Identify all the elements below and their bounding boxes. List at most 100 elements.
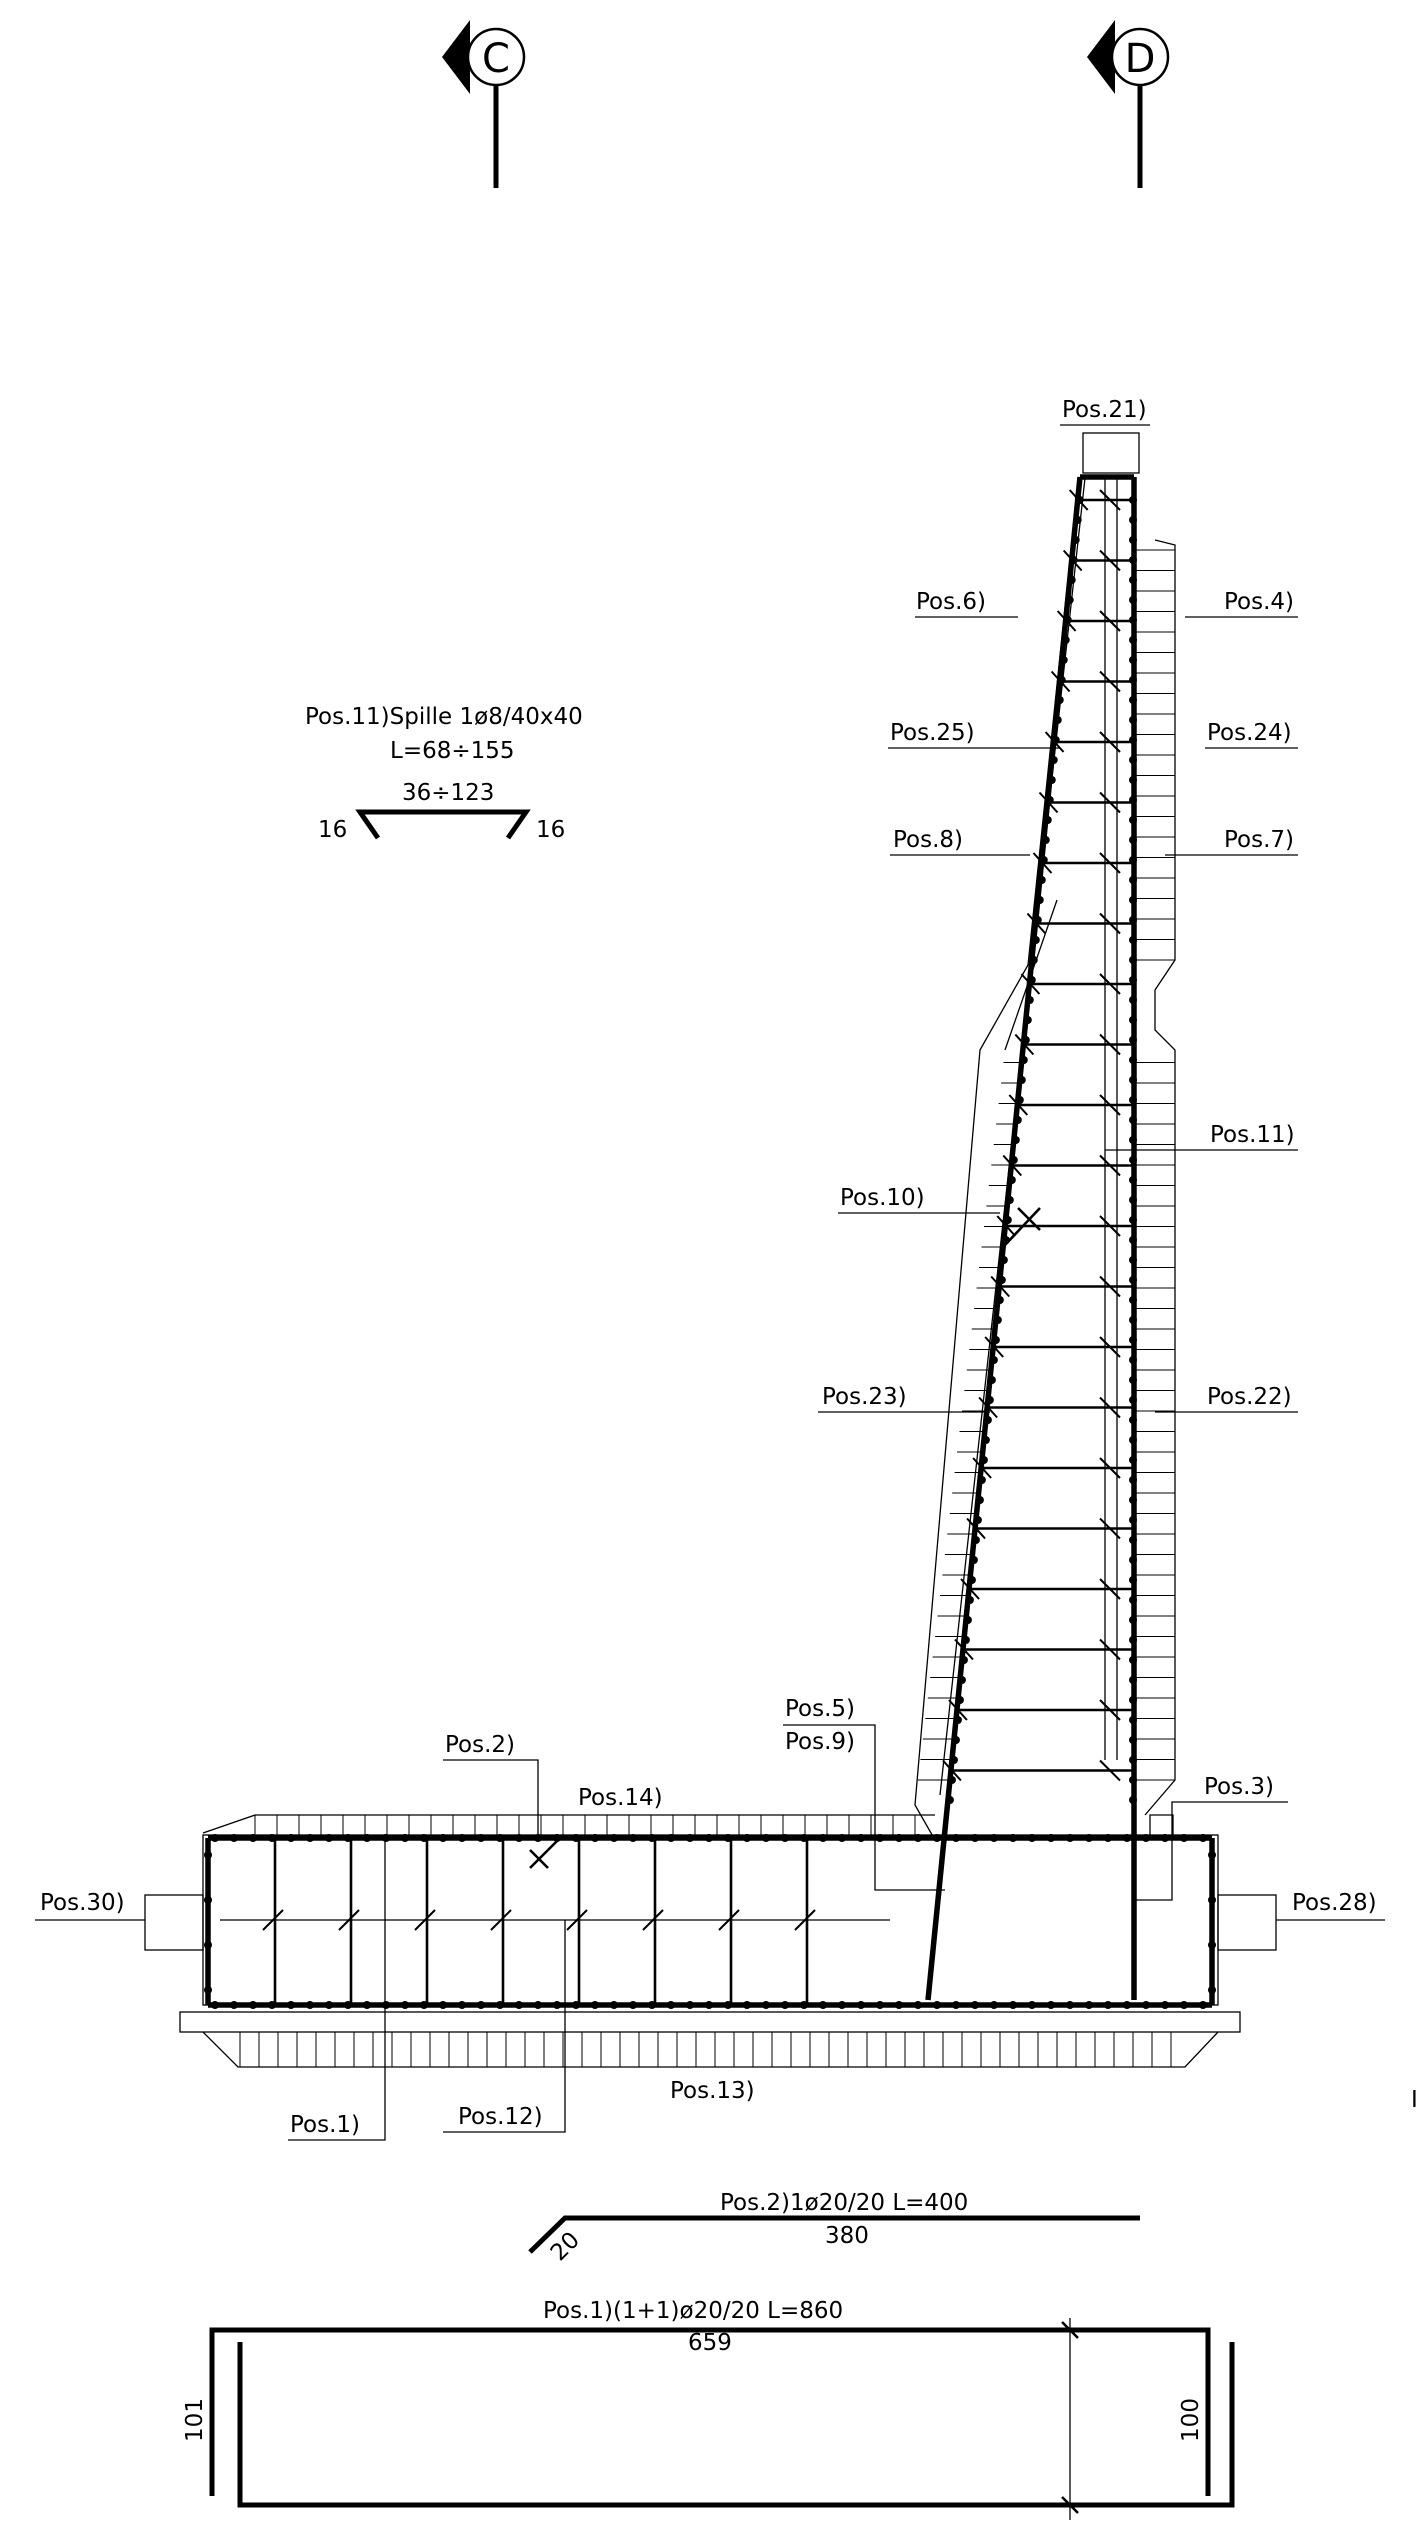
label-pos28: Pos.28) — [1292, 1890, 1377, 1916]
stem-bar-dot — [1129, 1276, 1137, 1284]
footing-bar-dot — [895, 1834, 903, 1842]
stem-bar-dot — [1129, 1536, 1137, 1544]
footing-bar-dot — [819, 2001, 827, 2009]
footing-bar-dot — [610, 2001, 618, 2009]
footing-hatch — [239, 1815, 1172, 2067]
stem-bar-dot — [1063, 616, 1072, 624]
stem-bar-dot — [1045, 796, 1054, 804]
footing-bar-dot — [1161, 2001, 1169, 2009]
label-pos10: Pos.10) — [840, 1185, 925, 1211]
stem-bar-dot — [1055, 696, 1064, 704]
stem-bar-dot — [1129, 816, 1137, 824]
stem-bar-dot — [1129, 1696, 1137, 1704]
footing-outline — [144, 1814, 1277, 2068]
stem-bar-dot — [983, 1416, 992, 1424]
footing-bar-dot — [1028, 1834, 1036, 1842]
footing-bar-dot — [1104, 1834, 1112, 1842]
footing-tick — [642, 1909, 664, 1931]
footing-bar-dot — [1208, 1941, 1216, 1949]
footing-bar-dot — [268, 2001, 276, 2009]
stem-tick — [1099, 791, 1121, 814]
footing-bar-dot — [382, 1834, 390, 1842]
footing-tick — [718, 1909, 740, 1931]
footing-bar-dot — [686, 2001, 694, 2009]
footing-bar-dot — [306, 1834, 314, 1842]
footing-bar-dot — [458, 1834, 466, 1842]
footing-bar-dot — [933, 1834, 941, 1842]
stem-bar-dot — [953, 1716, 962, 1724]
footing-bar-dot — [895, 2001, 903, 2009]
stem-bar-dot — [1129, 1636, 1137, 1644]
footing-bar-dot — [724, 1834, 732, 1842]
stem-bar-dot — [1129, 736, 1137, 744]
footing-bar-dot — [306, 2001, 314, 2009]
label-pos3: Pos.3) — [1204, 1774, 1274, 1800]
label-pos11: Pos.11) — [1210, 1122, 1295, 1148]
stem-bar-dot — [1039, 856, 1048, 864]
footing-bar-dot — [1199, 1834, 1207, 1842]
footing-bar-dot — [496, 1834, 504, 1842]
footing-bar-dot — [1028, 2001, 1036, 2009]
stem-bar-dot — [1129, 1376, 1137, 1384]
footing-bar-dot — [800, 1834, 808, 1842]
footing-bar-dot — [914, 2001, 922, 2009]
stem-bar-dot — [1129, 1296, 1137, 1304]
stem-bar-dot — [1129, 1776, 1137, 1784]
footing-bar-dot — [1085, 1834, 1093, 1842]
stem-bar-dot — [1035, 896, 1044, 904]
footing-bar-dot — [1208, 1851, 1216, 1859]
stem-bar-dot — [1065, 596, 1074, 604]
stem-bar-dot — [1129, 956, 1137, 964]
stem-bar-dot — [973, 1516, 982, 1524]
footing-bar-dot — [591, 2001, 599, 2009]
stem-bar-dot — [967, 1576, 976, 1584]
footing-bar-dot — [477, 1834, 485, 1842]
footing-bar-dot — [990, 1834, 998, 1842]
stem-bar-dot — [1015, 1096, 1024, 1104]
stem-bar-dot — [975, 1496, 984, 1504]
pos1-bar-length: 659 — [688, 2330, 732, 2356]
footing-bar-dot — [1104, 2001, 1112, 2009]
section-letter-d: D — [1125, 36, 1156, 82]
footing-bar-dot — [667, 2001, 675, 2009]
stem-bar-dot — [1073, 516, 1082, 524]
label-pos9: Pos.9) — [785, 1729, 855, 1755]
footing-bar-dot — [363, 2001, 371, 2009]
stem-tick — [1099, 1275, 1121, 1298]
footing-bar-dot — [705, 2001, 713, 2009]
stem-stirrups — [950, 498, 1134, 1772]
stem-tick — [990, 1275, 1010, 1298]
stem-bar-dot — [1129, 1176, 1137, 1184]
stem-bar-dot — [1129, 1056, 1137, 1064]
footing-tick — [794, 1909, 816, 1931]
bar-detail-pos2: Pos.2)1ø20/20 L=400 380 20 — [528, 2190, 1140, 2266]
pos1-bar-right-leg: 100 — [1178, 2398, 1204, 2442]
stem-bar-dot — [1041, 836, 1050, 844]
stem-bar-dot — [1129, 876, 1137, 884]
stem-bar-dot — [1071, 536, 1080, 544]
stem-bar-dot — [1025, 996, 1034, 1004]
stem-bar-dot — [1009, 1156, 1018, 1164]
stem-tick — [996, 1215, 1016, 1237]
stem-tick — [1099, 1638, 1121, 1661]
footing-bar-dot — [705, 1834, 713, 1842]
stem-dots — [945, 496, 1137, 1804]
footing-bar-dot — [230, 2001, 238, 2009]
footing-bar-dot — [204, 1986, 212, 1994]
stem-bar-dot — [1129, 916, 1137, 924]
footing-bar-dot — [534, 1834, 542, 1842]
stem-bar-dot — [1129, 1716, 1137, 1724]
stem-bar-dot — [1129, 1036, 1137, 1044]
footing-bar-dot — [933, 2001, 941, 2009]
stem-bar-dot — [1129, 1336, 1137, 1344]
stem-bar-dot — [1005, 1196, 1014, 1204]
stem-tick — [954, 1638, 974, 1661]
section-marker-d: D — [1087, 20, 1170, 188]
stem-tick — [1099, 852, 1121, 874]
stem-bar-dot — [985, 1396, 994, 1404]
stem-bar-dot — [1129, 1236, 1137, 1244]
footing-bar-dot — [344, 1834, 352, 1842]
footing-bar-dot — [971, 1834, 979, 1842]
stem-bar-dot — [1129, 1216, 1137, 1224]
footing-bar-dot — [781, 1834, 789, 1842]
